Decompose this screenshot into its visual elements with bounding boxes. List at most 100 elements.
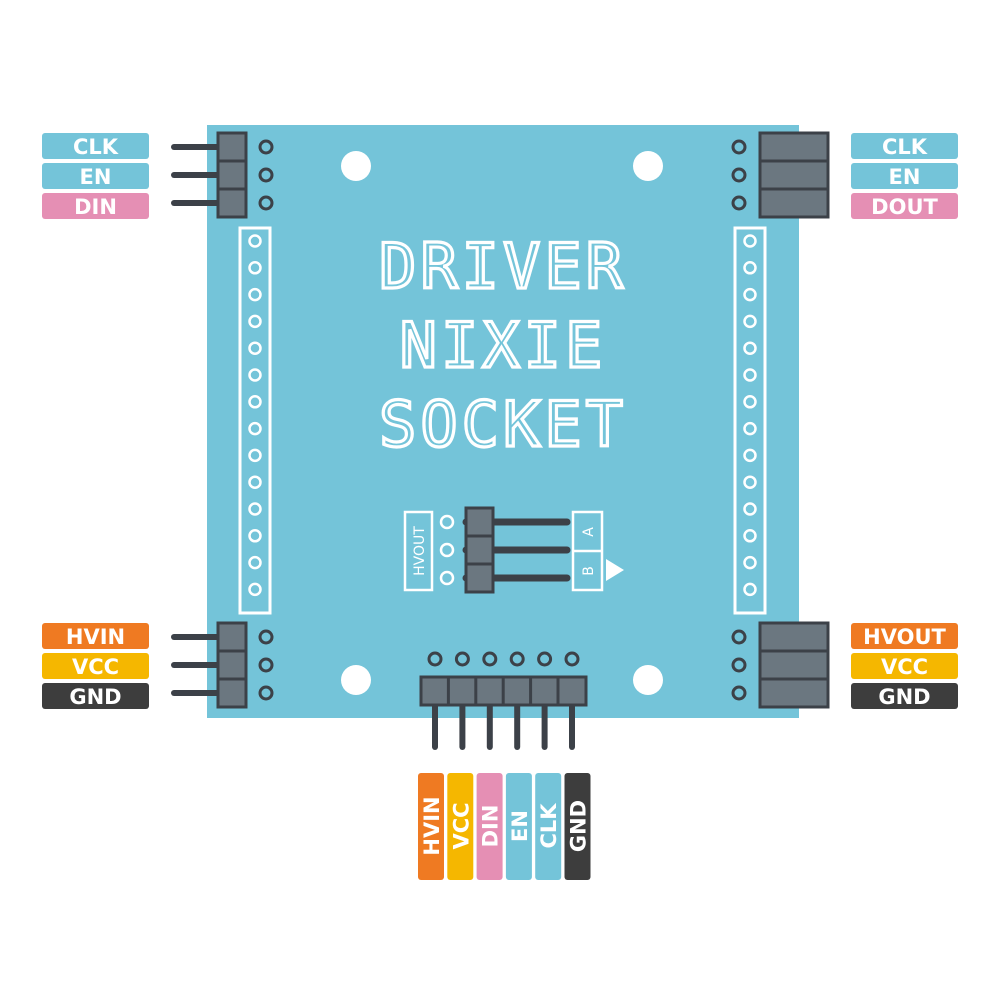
pin-label: HVIN (420, 796, 444, 855)
socket-pad (743, 234, 757, 248)
header-block (216, 131, 248, 163)
header-pad (482, 651, 498, 667)
socket-pad (248, 341, 262, 355)
mounting-holes (341, 151, 663, 695)
socket-pad (248, 368, 262, 382)
header-top-left (171, 131, 248, 219)
socket-pad (743, 555, 757, 570)
mounting-hole (341, 665, 371, 695)
pin-label-bg (42, 193, 149, 219)
jumper-header-block (464, 506, 495, 538)
header-block (446, 675, 478, 707)
socket-pad (743, 421, 757, 436)
pin-label: DIN (74, 195, 117, 219)
socket-pad (248, 448, 262, 463)
socket-pad (248, 582, 262, 597)
pin-label: HVOUT (863, 625, 946, 649)
header-block (216, 649, 248, 681)
pin-label-bg (476, 773, 503, 880)
pin-label: EN (508, 810, 532, 842)
socket-pad (743, 529, 757, 543)
title-line-1: DRIVER (379, 230, 627, 303)
socket-pad (743, 475, 757, 489)
header-block (529, 675, 561, 707)
socket-pad (248, 261, 262, 275)
pin-label-bg (447, 773, 474, 880)
hvout-selector: HVOUT A B (403, 506, 624, 594)
pin-label: CLK (73, 135, 119, 159)
header-pad (731, 629, 747, 645)
header-pad (731, 195, 747, 211)
header-pad (731, 657, 747, 673)
pcb-board (207, 125, 799, 718)
pin-label-bg (851, 623, 958, 649)
pin-label: CLK (537, 803, 561, 849)
header-pad (454, 651, 470, 667)
socket-pad (743, 395, 757, 409)
pin-label-bg (851, 653, 958, 679)
header-block (419, 675, 451, 707)
header-block (216, 159, 248, 191)
header-pad (427, 651, 443, 667)
pin-label-bg (42, 623, 149, 649)
header-pad (731, 139, 747, 155)
pin-label-bg (42, 683, 149, 709)
pin-headers (171, 131, 830, 750)
jumper-pad (439, 570, 455, 586)
pin-label-bg (42, 163, 149, 189)
socket-pad (743, 287, 757, 302)
header-pad (509, 651, 525, 667)
pin-label: VCC (881, 655, 928, 679)
socket-pad (248, 529, 262, 543)
socket-pad (743, 502, 757, 516)
header-pad (258, 629, 274, 645)
pin-label: DOUT (871, 195, 938, 219)
socket-pad (248, 395, 262, 409)
header-top-right (758, 131, 830, 219)
pin-label-bg (851, 193, 958, 219)
jumper-pad (439, 514, 455, 530)
header-bottom-left (171, 621, 248, 709)
header-block (216, 621, 248, 653)
header-block (474, 675, 506, 707)
pin-label: GND (878, 685, 930, 709)
pin-label: VCC (72, 655, 119, 679)
socket-pad (248, 555, 262, 570)
hvout-label: HVOUT (412, 526, 428, 576)
hvout-label-box (403, 510, 434, 592)
pin-label-bg (42, 653, 149, 679)
female-header (758, 131, 830, 219)
socket-pad (248, 421, 262, 436)
header-pad (258, 139, 274, 155)
socket-strip-right (733, 226, 767, 615)
pin-label: DIN (479, 805, 503, 848)
socket-pad (248, 287, 262, 302)
position-a-label: A (581, 527, 597, 537)
position-b-label: B (581, 566, 597, 576)
pin-label: GND (567, 800, 591, 852)
socket-strip-left (238, 226, 272, 615)
socket-pad (248, 475, 262, 489)
pin-label-bg (535, 773, 562, 880)
header-pad (537, 651, 553, 667)
pin-label-bg (564, 773, 591, 880)
jumper-header-block (464, 562, 495, 594)
female-header (758, 621, 830, 709)
header-bottom (419, 675, 588, 750)
pin-label: CLK (882, 135, 928, 159)
header-pad (258, 685, 274, 701)
header-block (501, 675, 533, 707)
pin-label: EN (889, 165, 921, 189)
header-block (556, 675, 588, 707)
socket-pad (248, 234, 262, 248)
pin-label-bg (505, 773, 532, 880)
pin-labels: CLKENDINHVINVCCGNDCLKENDOUTHVOUTVCCGNDHV… (42, 133, 958, 880)
pin-label: HVIN (66, 625, 125, 649)
jumper-header-block (464, 534, 495, 566)
pin-label-bg (851, 163, 958, 189)
header-block (216, 677, 248, 709)
header-pad (564, 651, 580, 667)
title-line-2: NIXIE (400, 309, 607, 382)
pin-label-bg (418, 773, 444, 880)
